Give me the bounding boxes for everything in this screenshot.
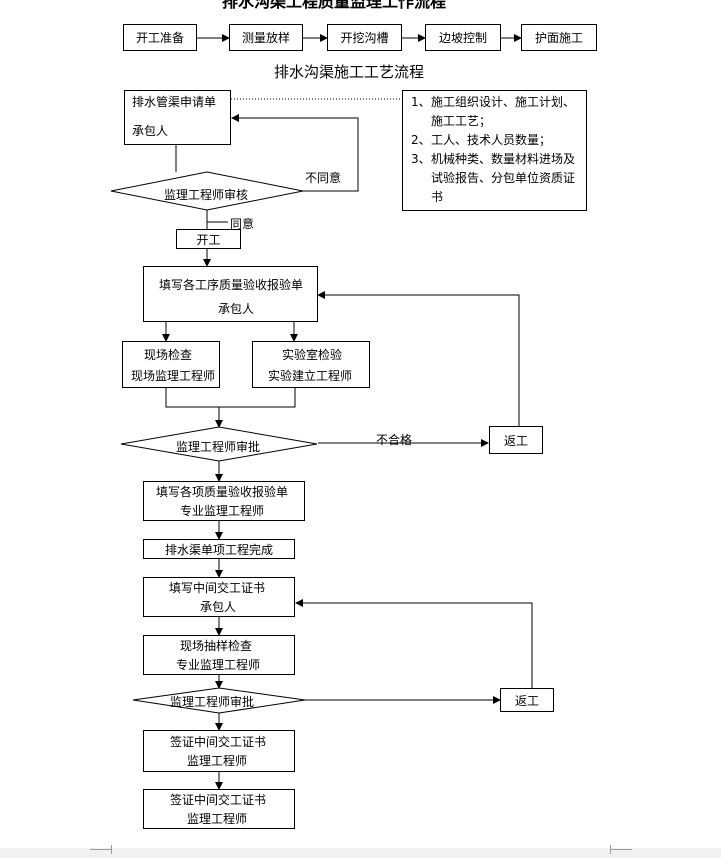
top-step-trench: 开挖沟槽	[327, 24, 402, 51]
sign2-box	[143, 789, 295, 829]
apply-title: 排水管渠申请单	[132, 95, 217, 109]
fill-items-role: 专业监理工程师	[180, 504, 265, 518]
start-box: 开工	[176, 229, 241, 249]
fill-items-box	[143, 481, 305, 521]
sign1-role: 监理工程师	[187, 754, 248, 768]
sign2-title: 签证中间交工证书	[170, 793, 267, 807]
page-bottom-margin	[0, 848, 721, 858]
rework1-box: 返工	[489, 426, 543, 454]
sign2-role: 监理工程师	[187, 812, 248, 826]
sampling-box	[143, 635, 295, 675]
top-step-survey: 测量放样	[229, 24, 303, 51]
note-item: 2、工人、技术人员数量；	[411, 133, 552, 147]
approve1-diamond-label: 监理工程师审批	[176, 440, 261, 454]
site-check-box	[122, 341, 220, 388]
rework2-box: 返工	[500, 688, 554, 712]
apply-box	[124, 90, 231, 145]
requirements-note: 1、施工组织设计、施工计划、施工工艺； 2、工人、技术人员数量； 3、机械种类、…	[402, 90, 587, 211]
sampling-title: 现场抽样检查	[180, 639, 253, 653]
site-check-role: 现场监理工程师	[131, 369, 216, 383]
margin-corner-mark-right	[610, 845, 632, 854]
edge-label-disagree: 不同意	[305, 171, 342, 185]
approve2-diamond-label: 监理工程师审批	[170, 695, 255, 709]
fill-forms-box	[143, 266, 318, 322]
edge-label-fail: 不合格	[376, 433, 413, 447]
review-diamond-label: 监理工程师审核	[164, 188, 249, 202]
note-item: 1、施工组织设计、施工计划、施工工艺；	[411, 95, 576, 128]
edge-label-agree: 同意	[230, 217, 255, 231]
fill-forms-title: 填写各工序质量验收报验单	[159, 278, 304, 292]
lab-test-role: 实验建立工程师	[268, 369, 353, 383]
top-step-surface: 护面施工	[521, 24, 597, 51]
top-step-slope: 边坡控制	[425, 24, 501, 51]
note-item: 3、机械种类、数量材料进场及试验报告、分包单位资质证书	[411, 152, 576, 204]
document-title: 排水沟渠工程质量监理工作流程	[222, 0, 447, 11]
apply-role: 承包人	[132, 124, 169, 138]
fill-interim-box	[143, 577, 295, 617]
lab-test-title: 实验室检验	[282, 348, 343, 362]
section-title: 排水沟渠施工工艺流程	[274, 63, 425, 81]
site-check-title: 现场检查	[144, 348, 193, 362]
top-step-prepare: 开工准备	[123, 24, 197, 51]
fill-forms-role: 承包人	[218, 302, 255, 316]
fill-items-title: 填写各项质量验收报验单	[156, 485, 289, 499]
sign1-title: 签证中间交工证书	[170, 735, 267, 749]
sign1-box	[143, 730, 295, 772]
margin-corner-mark-left	[90, 845, 112, 854]
sampling-role: 专业监理工程师	[176, 658, 261, 672]
complete-box: 排水渠单项工程完成	[143, 539, 295, 559]
fill-interim-title: 填写中间交工证书	[169, 581, 266, 595]
lab-test-box	[252, 341, 370, 388]
fill-interim-role: 承包人	[200, 600, 237, 614]
